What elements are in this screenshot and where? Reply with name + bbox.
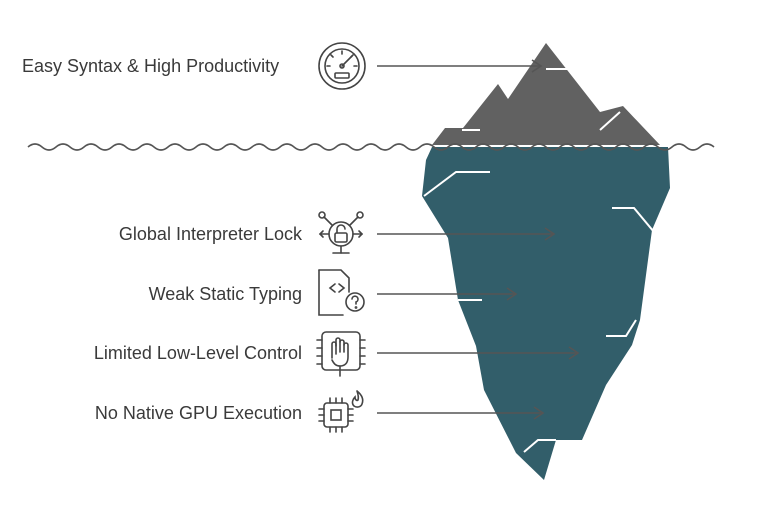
label-no-native-gpu-execution: No Native GPU Execution: [95, 402, 302, 424]
label-weak-static-typing: Weak Static Typing: [149, 283, 302, 305]
label-global-interpreter-lock: Global Interpreter Lock: [119, 223, 302, 245]
lock-network-icon: [319, 212, 363, 253]
hand-chip-icon: [317, 332, 365, 376]
cpu-fire-icon: [319, 391, 363, 432]
code-file-question-icon: [319, 270, 364, 315]
arrow-tip: [377, 60, 541, 72]
label-limited-low-level-control: Limited Low-Level Control: [94, 342, 302, 364]
label-easy-syntax: Easy Syntax & High Productivity: [22, 55, 279, 77]
speedometer-icon: [319, 43, 365, 89]
iceberg-base: [422, 147, 670, 480]
